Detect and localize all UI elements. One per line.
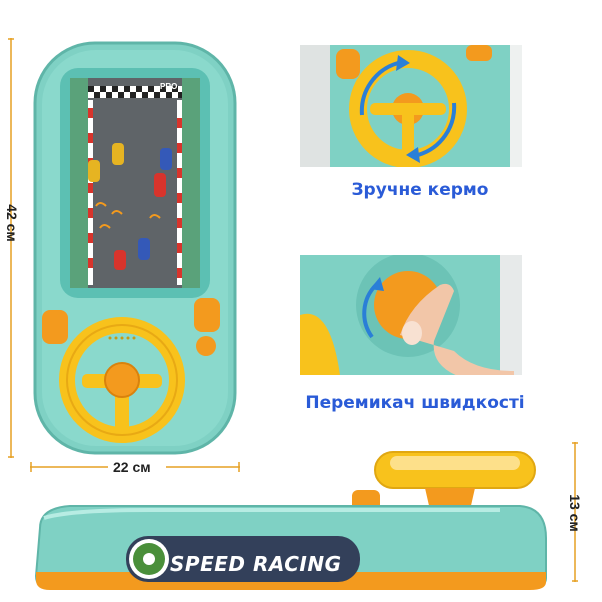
speed-switch-detail-photo [300, 255, 522, 375]
rotation-arrows-icon [359, 61, 457, 157]
width-dimension-label: 22 см [113, 459, 151, 475]
width-dimension-marker [30, 462, 240, 472]
speed-racing-logo: SPEED RACING [170, 552, 342, 576]
height-dimension-label: 42 см [4, 204, 20, 242]
checkered-finish-line [88, 86, 182, 98]
race-cars [88, 143, 172, 270]
height-dimension-marker [8, 38, 14, 458]
depth-dimension-label: 13 см [567, 494, 583, 532]
steering-detail-photo [300, 45, 522, 167]
steering-caption: Зручне кермо [351, 180, 489, 200]
depth-dimension-marker [572, 442, 578, 582]
track-banner: PRO [160, 82, 178, 91]
steering-wheel [59, 317, 185, 443]
toy-front-view [30, 38, 240, 458]
toy-front-illustration [33, 41, 237, 455]
toy-side-view [30, 448, 550, 596]
speed-switch-caption: Перемикач швидкості [305, 393, 525, 413]
